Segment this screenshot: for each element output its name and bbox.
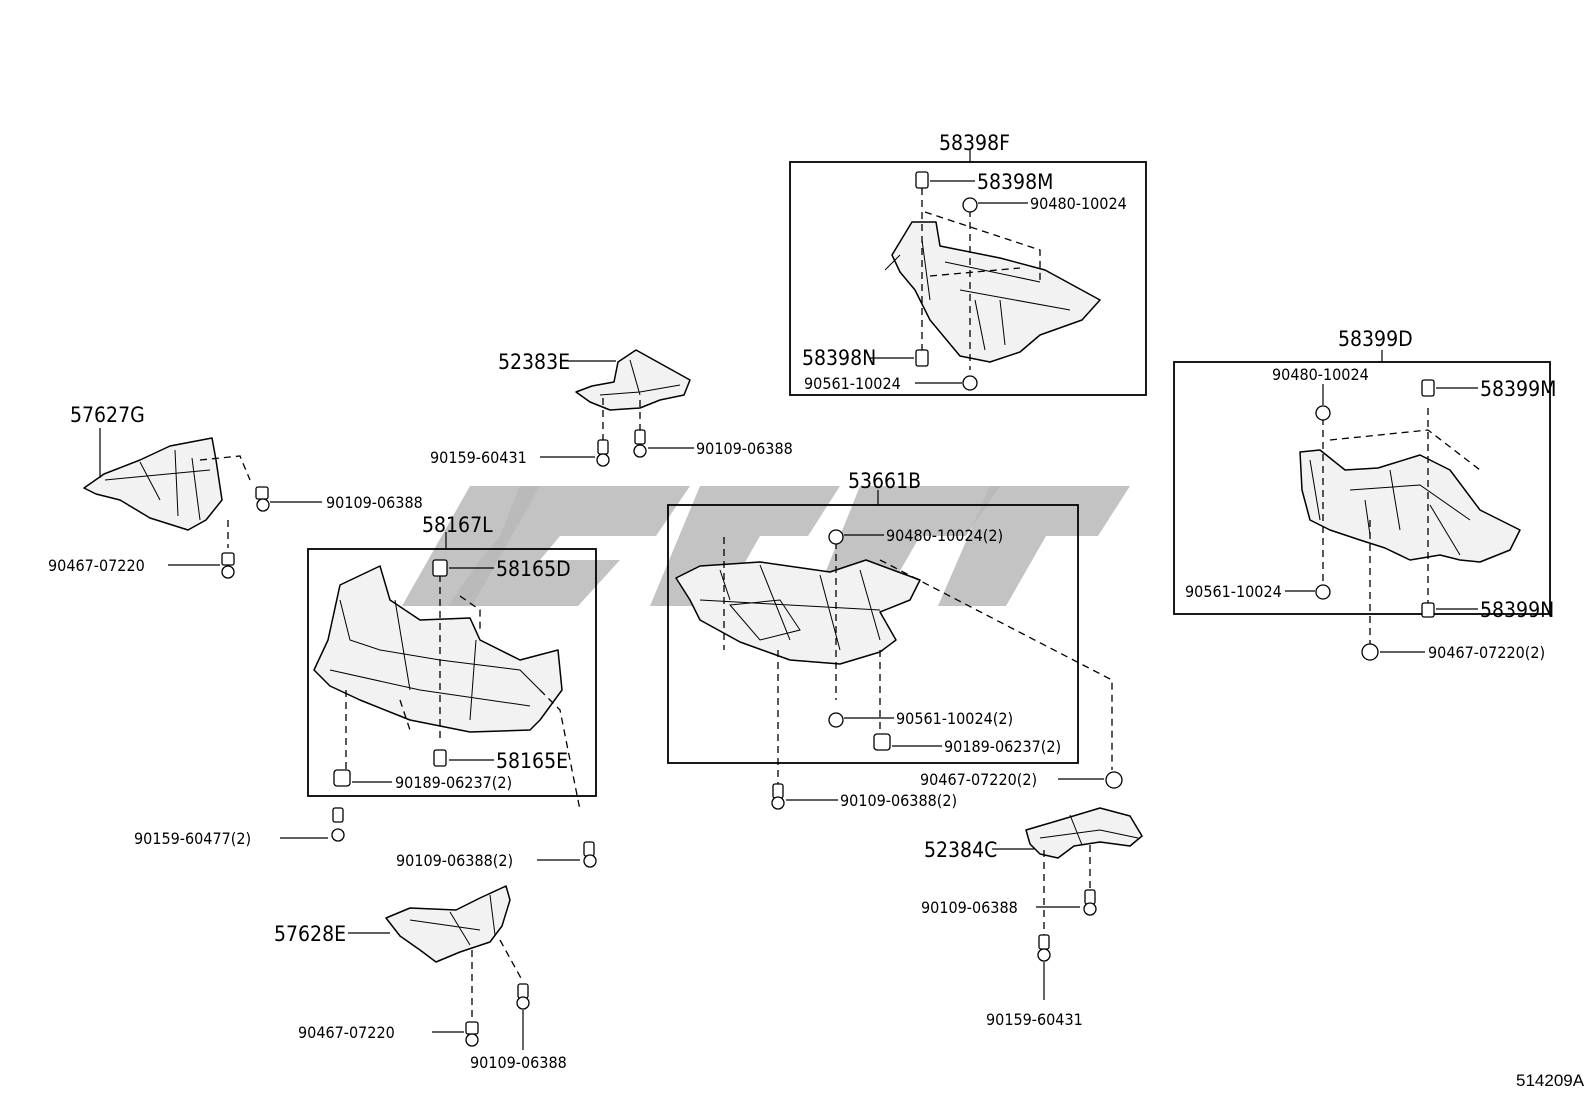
label-58398N: 58398N	[802, 346, 876, 370]
label-90109-06388-a: 90109-06388	[696, 439, 793, 458]
label-90467-07220-a: 90467-07220	[48, 556, 145, 575]
label-90109-06388-c: 90109-06388	[921, 898, 1018, 917]
label-90189-06237-2-b: 90189-06237(2)	[944, 737, 1061, 756]
group-58167L: 58167L 58165D 58165E 90189-06237(2) 9015…	[134, 513, 597, 870]
part-52384C-shape	[1025, 807, 1143, 859]
group-box-58399D	[1173, 361, 1551, 615]
label-90109-06388-2-a: 90109-06388(2)	[396, 851, 513, 870]
label-58398M: 58398M	[977, 170, 1053, 194]
group-57627G: 57627G 90109-06388 90467-07220	[48, 403, 423, 579]
label-58399M: 58399M	[1480, 377, 1556, 401]
group-box-58398F	[789, 161, 1147, 396]
group-58399D: 58399D 90480-10024 58399M 90561-10024 58…	[1173, 327, 1556, 662]
label-52383E: 52383E	[498, 350, 570, 374]
group-box-53661B	[667, 504, 1079, 764]
label-90467-07220-b: 90467-07220	[298, 1023, 395, 1042]
part-58399D-shape	[1299, 449, 1521, 563]
part-58398F-shape	[891, 221, 1101, 363]
part-53661B-shape	[675, 559, 921, 665]
label-90467-07220-2-a: 90467-07220(2)	[1428, 643, 1545, 662]
label-90480-10024-b: 90480-10024	[1272, 365, 1369, 384]
label-90189-06237-2-a: 90189-06237(2)	[395, 773, 512, 792]
label-90480-10024-2: 90480-10024(2)	[886, 526, 1003, 545]
part-57627G-shape	[83, 437, 223, 531]
group-53661B: 53661B 90480-10024(2) 90561-10024(2) 901…	[667, 469, 1123, 810]
group-52383E: 52383E 90159-60431 90109-06388	[430, 349, 793, 467]
label-90561-10024-b: 90561-10024	[1185, 582, 1282, 601]
label-57627G: 57627G	[70, 403, 145, 427]
group-box-58167L	[307, 548, 597, 797]
label-58399N: 58399N	[1480, 598, 1554, 622]
label-57628E: 57628E	[274, 922, 346, 946]
group-57628E: 57628E 90467-07220 90109-06388	[274, 885, 567, 1072]
label-90480-10024-a: 90480-10024	[1030, 194, 1127, 213]
label-90561-10024-2: 90561-10024(2)	[896, 709, 1013, 728]
label-90467-07220-2-b: 90467-07220(2)	[920, 770, 1037, 789]
label-90159-60431-a: 90159-60431	[430, 448, 527, 467]
label-90561-10024-a: 90561-10024	[804, 374, 901, 393]
label-90159-60431-b: 90159-60431	[986, 1010, 1083, 1029]
label-58165E: 58165E	[496, 749, 568, 773]
group-58398F: 58398F 58398M 90480-10024 58398N 90561-1…	[789, 131, 1147, 396]
part-52383E-shape	[575, 349, 691, 411]
label-90109-06388-2-b: 90109-06388(2)	[840, 791, 957, 810]
label-58398F: 58398F	[939, 131, 1010, 155]
label-90109-06388-d: 90109-06388	[470, 1053, 567, 1072]
label-53661B: 53661B	[848, 469, 921, 493]
reference-code: 514209A	[1516, 1071, 1585, 1090]
part-57628E-shape	[385, 885, 511, 963]
label-90159-60477-2: 90159-60477(2)	[134, 829, 251, 848]
label-90109-06388-b: 90109-06388	[326, 493, 423, 512]
label-58167L: 58167L	[422, 513, 493, 537]
label-58165D: 58165D	[496, 557, 571, 581]
label-58399D: 58399D	[1338, 327, 1413, 351]
group-52384C: 52384C 90109-06388 90159-60431	[921, 807, 1143, 1029]
label-52384C: 52384C	[924, 838, 997, 862]
part-58167L-shape	[313, 565, 563, 733]
